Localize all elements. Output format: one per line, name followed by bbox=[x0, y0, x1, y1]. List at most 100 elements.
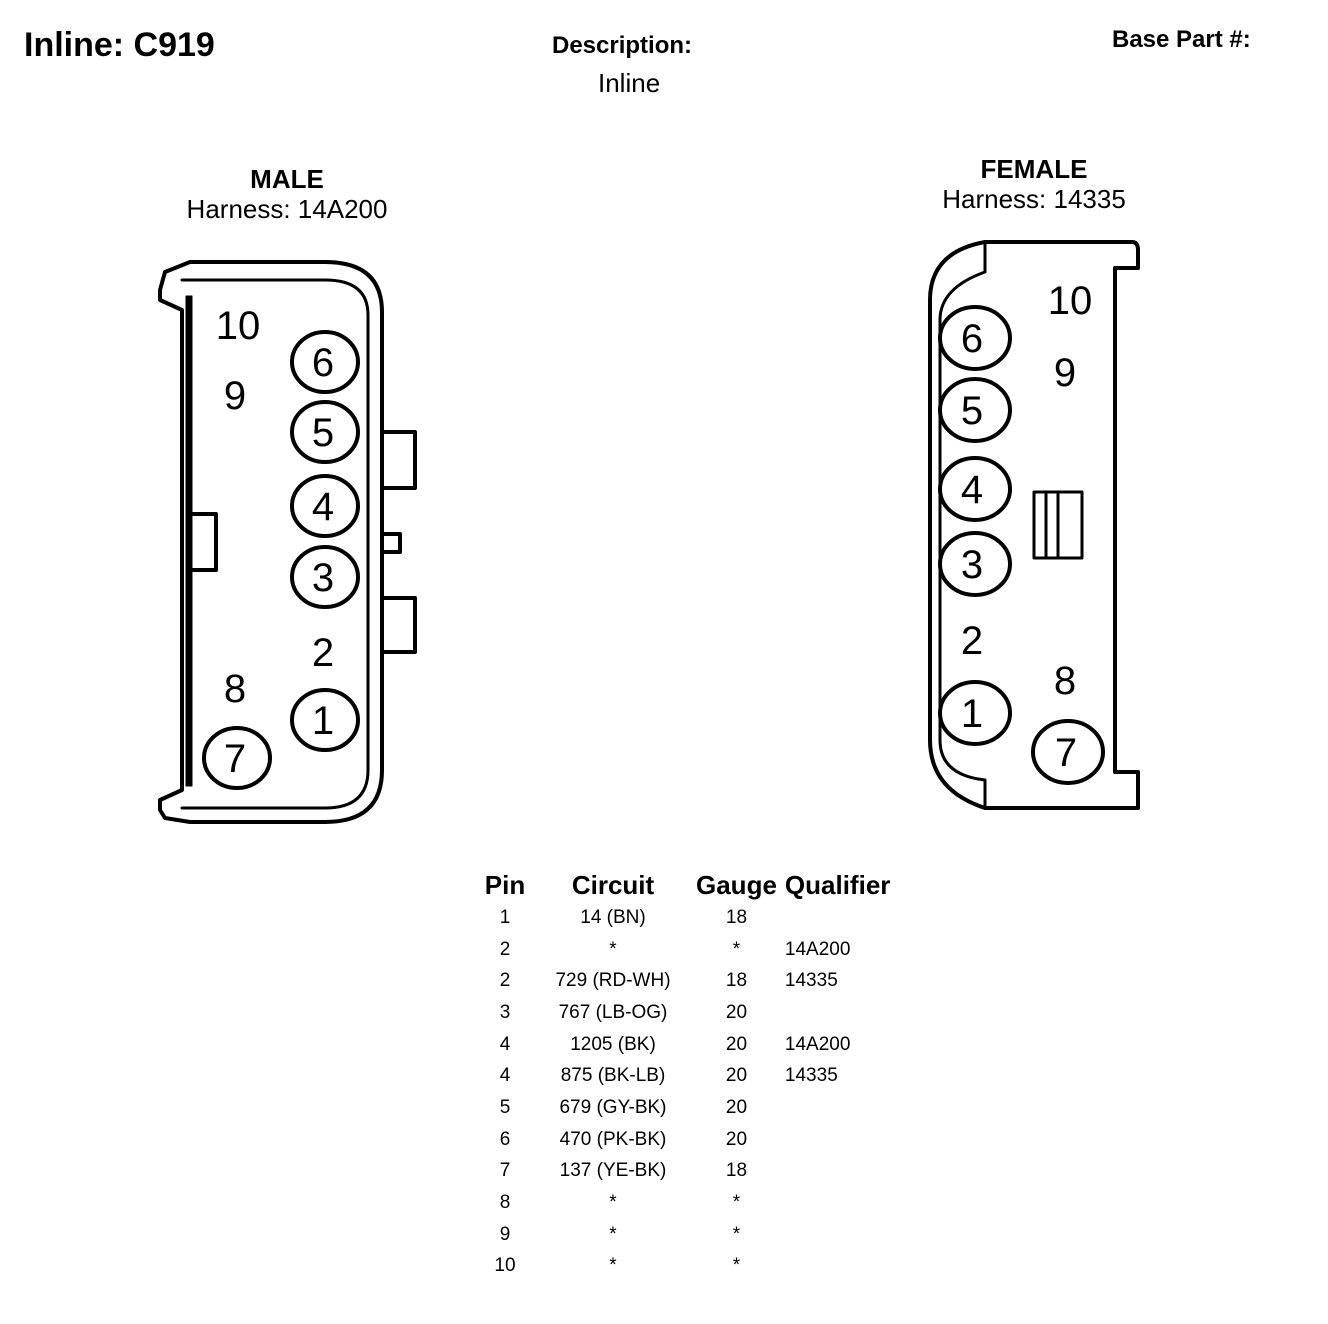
cell-circuit: 14 (BN) bbox=[580, 906, 646, 928]
male-pin-8-label: 8 bbox=[224, 667, 246, 711]
page-title: Inline: C919 bbox=[24, 26, 215, 64]
female-pin-1-label: 1 bbox=[961, 692, 983, 736]
cell-gauge: 18 bbox=[725, 906, 748, 928]
female-pin-1-circle bbox=[938, 680, 1012, 746]
female-connector-body bbox=[928, 240, 1140, 810]
col-header-circuit: Circuit bbox=[571, 869, 655, 900]
female-heading: FEMALE Harness: 14335 bbox=[884, 154, 1184, 214]
cell-circuit: 679 (GY-BK) bbox=[559, 1096, 667, 1118]
cell-gauge: 20 bbox=[725, 1096, 748, 1118]
cell-pin: 8 bbox=[499, 1192, 511, 1214]
cell-pin: 4 bbox=[499, 1065, 511, 1087]
cell-pin: 6 bbox=[499, 1128, 511, 1150]
table-row: 5 679 (GY-BK) 20 bbox=[476, 1092, 909, 1124]
table-row: 7 137 (YE-BK) 18 bbox=[476, 1156, 909, 1188]
cell-pin: 2 bbox=[499, 938, 511, 960]
cell-pin: 2 bbox=[499, 970, 511, 992]
cell-qualifier: 14335 bbox=[784, 970, 838, 992]
description-value: Inline bbox=[598, 68, 661, 98]
cell-gauge: * bbox=[732, 938, 741, 960]
cell-circuit: * bbox=[609, 938, 617, 960]
male-pin-7-label: 7 bbox=[224, 737, 246, 781]
table-row: 4 1205 (BK) 20 14A200 bbox=[476, 1029, 909, 1061]
connector-diagram: 1 2 3 4 5 6 7 8 9 10 1 2 3 4 5 6 7 8 9 1… bbox=[158, 240, 1140, 824]
female-pin-10-label: 10 bbox=[1048, 279, 1093, 323]
cell-qualifier: 14A200 bbox=[784, 1033, 851, 1055]
cell-qualifier: 14A200 bbox=[784, 938, 851, 960]
female-pin-6-label: 6 bbox=[961, 317, 983, 361]
cell-circuit: 875 (BK-LB) bbox=[560, 1065, 666, 1087]
female-pin-3-label: 3 bbox=[961, 543, 983, 587]
cell-gauge: 18 bbox=[725, 1160, 748, 1182]
male-pin-5-label: 5 bbox=[312, 411, 334, 455]
col-header-gauge: Gauge bbox=[696, 869, 777, 900]
cell-gauge: 18 bbox=[725, 970, 748, 992]
table-row: 1 14 (BN) 18 bbox=[476, 902, 909, 934]
col-header-pin: Pin bbox=[484, 869, 526, 900]
table-header-row: Pin Circuit Gauge Qualifier bbox=[476, 868, 909, 902]
table-row: 2 * * 14A200 bbox=[476, 934, 909, 966]
male-pin-4-label: 4 bbox=[312, 485, 334, 529]
cell-qualifier bbox=[781, 1092, 909, 1124]
cell-circuit: * bbox=[609, 1223, 617, 1245]
female-pin-3-circle bbox=[938, 531, 1012, 597]
female-pin-6-circle bbox=[938, 305, 1012, 371]
male-pin-10-label: 10 bbox=[216, 304, 261, 348]
cell-circuit: 729 (RD-WH) bbox=[555, 970, 671, 992]
cell-circuit: * bbox=[609, 1192, 617, 1214]
male-pin-7-circle bbox=[202, 726, 272, 790]
female-pin-4-circle bbox=[938, 456, 1012, 522]
cell-gauge: 20 bbox=[725, 1033, 748, 1055]
pinout-table: Pin Circuit Gauge Qualifier 1 14 (BN) 18 2 *… bbox=[476, 868, 909, 1282]
male-pin-3-circle bbox=[290, 545, 360, 609]
cell-qualifier bbox=[781, 997, 909, 1029]
cell-gauge: 20 bbox=[725, 1065, 748, 1087]
male-pin-6-circle bbox=[290, 330, 360, 394]
female-pin-9-label: 9 bbox=[1054, 351, 1076, 395]
male-pin-9-label: 9 bbox=[224, 374, 246, 418]
male-pin-1-circle bbox=[290, 688, 360, 752]
female-pin-7-circle bbox=[1031, 719, 1105, 785]
cell-circuit: * bbox=[609, 1255, 617, 1277]
cell-circuit: 137 (YE-BK) bbox=[559, 1160, 667, 1182]
table-row: 2 729 (RD-WH) 18 14335 bbox=[476, 965, 909, 997]
cell-qualifier bbox=[781, 902, 909, 934]
cell-gauge: 20 bbox=[725, 1128, 748, 1150]
description-label: Description: bbox=[552, 32, 693, 59]
cell-gauge: * bbox=[732, 1255, 741, 1277]
cell-pin: 1 bbox=[499, 906, 511, 928]
cell-qualifier bbox=[781, 1219, 909, 1251]
cell-pin: 7 bbox=[499, 1160, 511, 1182]
cell-qualifier: 14335 bbox=[784, 1065, 838, 1087]
cell-pin: 4 bbox=[499, 1033, 511, 1055]
cell-gauge: 20 bbox=[725, 1001, 748, 1023]
male-gender-label: MALE bbox=[250, 164, 324, 194]
cell-pin: 3 bbox=[499, 1001, 511, 1023]
cell-qualifier bbox=[781, 1124, 909, 1156]
cell-qualifier bbox=[781, 1251, 909, 1283]
cell-pin: 9 bbox=[499, 1223, 511, 1245]
cell-circuit: 1205 (BK) bbox=[570, 1033, 656, 1055]
cell-qualifier bbox=[781, 1156, 909, 1188]
table-row: 8** bbox=[476, 1187, 909, 1219]
male-pin-4-circle bbox=[290, 474, 360, 538]
male-harness-label: Harness: 14A200 bbox=[186, 194, 388, 224]
col-header-qualifier: Qualifier bbox=[784, 869, 891, 900]
female-pin-5-label: 5 bbox=[961, 389, 983, 433]
male-connector-body bbox=[158, 260, 417, 824]
cell-qualifier bbox=[781, 1187, 909, 1219]
cell-pin: 10 bbox=[494, 1255, 516, 1277]
female-harness-label: Harness: 14335 bbox=[942, 184, 1126, 214]
table-row: 4 875 (BK-LB) 20 14335 bbox=[476, 1060, 909, 1092]
male-heading: MALE Harness: 14A200 bbox=[137, 164, 437, 224]
base-part-label: Base Part #: bbox=[1112, 26, 1251, 53]
male-pin-5-circle bbox=[290, 400, 360, 464]
cell-circuit: 767 (LB-OG) bbox=[558, 1001, 668, 1023]
female-gender-label: FEMALE bbox=[980, 154, 1088, 184]
male-pin-6-label: 6 bbox=[312, 341, 334, 385]
cell-pin: 5 bbox=[499, 1096, 511, 1118]
table-row: 9** bbox=[476, 1219, 909, 1251]
female-pin-5-circle bbox=[938, 377, 1012, 443]
female-pin-8-label: 8 bbox=[1054, 659, 1076, 703]
